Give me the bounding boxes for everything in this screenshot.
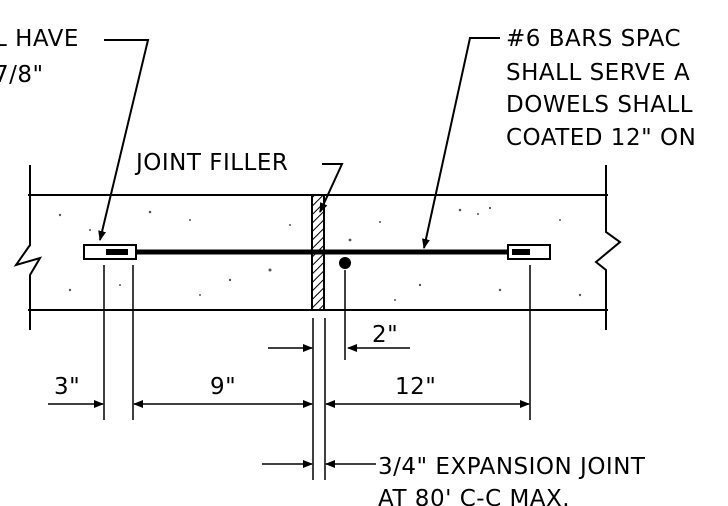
joint-filler-leader [319, 163, 344, 213]
expansion-joint-line1: 3/4" EXPANSION JOINT [378, 454, 646, 480]
dowel-cap-right-inner [512, 249, 530, 255]
left-break-line [13, 165, 43, 330]
concrete-texture [58, 206, 582, 301]
dowel-cap-left-inner [106, 249, 128, 255]
callout-tr-line2: SHALL SERVE A [506, 60, 690, 86]
callout-tr-line4: COATED 12" ON [506, 125, 696, 151]
callout-tl-line1: L HAVE [0, 26, 79, 52]
callout-tl-line2: 7/8" [0, 62, 44, 88]
callout-tr-line3: DOWELS SHALL [506, 92, 693, 118]
callout-tl-leader [98, 39, 150, 241]
dim-9-label: 9" [210, 374, 236, 400]
callout-tr-line1: #6 BARS SPAC [506, 26, 681, 52]
callout-tr-leader [422, 37, 500, 249]
right-break-line [594, 165, 622, 330]
dim-2-label: 2" [372, 322, 398, 348]
bar-dot [339, 257, 351, 269]
expansion-joint-line2: AT 80' C-C MAX. [378, 486, 570, 506]
dim-3-label: 3" [54, 374, 80, 400]
dim-12-label: 12" [395, 374, 436, 400]
joint-filler-label: JOINT FILLER [134, 150, 288, 176]
